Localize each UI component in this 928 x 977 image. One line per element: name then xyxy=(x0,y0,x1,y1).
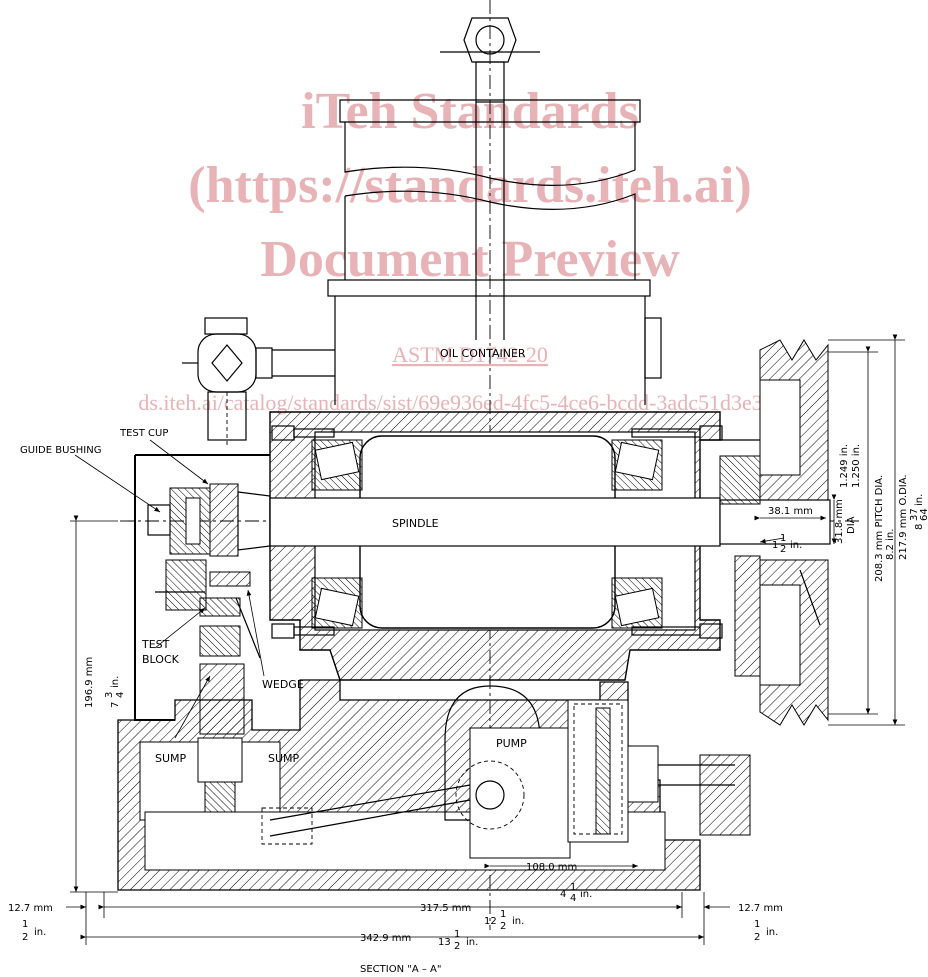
housing-bolts xyxy=(271,425,723,639)
label-wedge: WEDGE xyxy=(262,678,304,691)
leader-lines xyxy=(74,439,785,739)
pulley xyxy=(699,339,831,836)
dim-od-in-num: 37 xyxy=(909,508,920,521)
dim-4q-den: 4 xyxy=(570,893,576,904)
dim-127-left-num: 1 xyxy=(22,919,28,930)
dim-1half-whole: 1 xyxy=(772,540,778,551)
dim-31-dia: DIA xyxy=(846,516,857,534)
watermark-line3: Document Preview xyxy=(260,231,680,288)
dim-127-left-unit: in. xyxy=(34,927,46,938)
dim-12h-num: 1 xyxy=(500,909,506,920)
dim-4q-whole: 4 xyxy=(560,889,566,900)
dim-13h-unit: in. xyxy=(466,937,478,948)
dim-127-right-den: 2 xyxy=(754,932,760,943)
watermark-standard: ASTM D1742-20 xyxy=(392,342,548,367)
top-rod xyxy=(440,17,540,340)
label-spindle: SPINDLE xyxy=(392,517,439,530)
dim-12h-whole: 12 xyxy=(484,916,497,927)
dim-od-in-whole: 8 xyxy=(914,524,925,530)
label-block: BLOCK xyxy=(142,653,180,666)
dim-38: 38.1 mm xyxy=(768,506,813,517)
label-pump: PUMP xyxy=(496,737,527,750)
dim-196-in-den: 4 xyxy=(115,692,126,698)
dim-od-in-den: 64 xyxy=(919,508,928,521)
dim-13h-whole: 13 xyxy=(438,937,451,948)
label-test: TEST xyxy=(141,638,170,651)
label-sump-left: SUMP xyxy=(155,752,187,765)
dim-4q-unit: in. xyxy=(580,889,592,900)
dim-196-in-whole: 7 xyxy=(110,702,121,708)
dim-1half-num: 1 xyxy=(780,533,786,544)
dim-108: 108.0 mm xyxy=(526,862,577,873)
dim-1250: 1.250 in. xyxy=(851,444,862,488)
dim-12h-unit: in. xyxy=(512,916,524,927)
dim-31-mm: 31.8 mm xyxy=(834,499,845,544)
label-guide-bushing: GUIDE BUSHING xyxy=(20,445,101,456)
oiler-valve xyxy=(182,317,335,445)
part-labels: TEST CUP GUIDE BUSHING TEST BLOCK WEDGE … xyxy=(20,428,441,975)
dim-13h-num: 1 xyxy=(454,929,460,940)
test-cup-assembly xyxy=(134,454,271,735)
oil-container: OIL CONTAINER xyxy=(327,99,662,405)
label-oil-container: OIL CONTAINER xyxy=(440,347,526,360)
dim-od-in-unit: in. xyxy=(914,494,925,506)
dim-od-mm: 217.9 mm O.DIA. xyxy=(898,474,909,560)
dimension-labels: 196.9 mm 7 3 4 in. 38.1 mm 31.8 mm DIA 1… xyxy=(8,444,928,952)
watermark-url: ds.iteh.ai/catalog/standards/sist/69e936… xyxy=(138,390,789,415)
bearings xyxy=(311,439,663,629)
dim-pitch-in: 8.2 in. xyxy=(885,529,896,560)
dim-127-right-num: 1 xyxy=(754,919,760,930)
watermark-line1: iTeh Standards xyxy=(301,83,639,140)
dim-13h-den: 2 xyxy=(454,941,460,952)
dim-196-in-unit: in. xyxy=(110,676,121,688)
dim-127-right: 12.7 mm xyxy=(738,903,783,914)
dim-127-left: 12.7 mm xyxy=(8,903,53,914)
dim-127-left-den: 2 xyxy=(22,932,28,943)
dimension-lines xyxy=(66,334,905,945)
dim-196-in-num: 3 xyxy=(104,692,115,698)
watermark: iTeh Standards (https://standards.iteh.a… xyxy=(138,83,789,415)
dim-127-right-unit: in. xyxy=(766,927,778,938)
label-section: SECTION "A – A" xyxy=(360,964,441,975)
dim-196-mm: 196.9 mm xyxy=(84,657,95,708)
dim-12h-den: 2 xyxy=(500,921,506,932)
dim-1half-unit: in. xyxy=(790,540,802,551)
dim-4q-num: 1 xyxy=(570,882,576,893)
dim-342: 342.9 mm xyxy=(360,933,411,944)
dim-317: 317.5 mm xyxy=(420,903,471,914)
dim-1half-den: 2 xyxy=(780,544,786,555)
watermark-line2: (https://standards.iteh.ai) xyxy=(188,157,751,214)
dim-1249: 1.249 in. xyxy=(839,444,850,488)
dim-pitch-mm: 208.3 mm PITCH DIA. xyxy=(874,475,885,582)
label-test-cup: TEST CUP xyxy=(119,428,168,439)
label-sump-right: SUMP xyxy=(268,752,300,765)
pump: PUMP xyxy=(261,685,735,859)
